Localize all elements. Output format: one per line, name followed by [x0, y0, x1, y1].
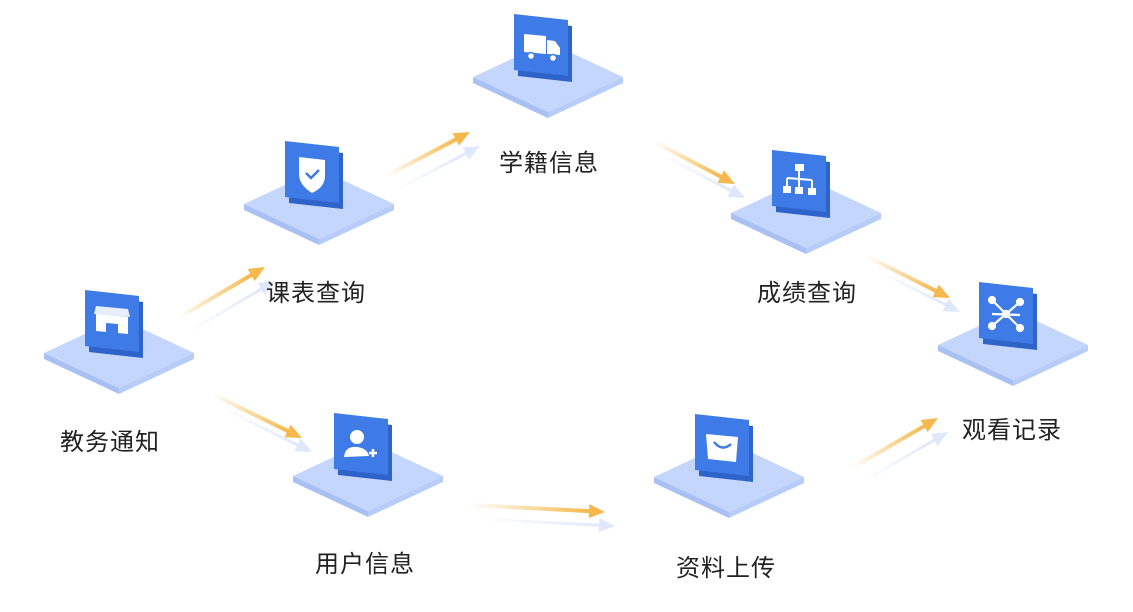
label-ziliao: 资料上传 — [676, 554, 776, 582]
shopping-bag-icon — [706, 434, 738, 462]
node-chengji[interactable] — [731, 130, 881, 260]
arrow-ziliao-guankan — [850, 418, 938, 470]
label-yonghu: 用户信息 — [315, 550, 415, 578]
network-icon — [987, 295, 1025, 333]
truck-icon — [524, 34, 560, 63]
org-chart-icon — [783, 164, 816, 195]
arrow-xueji-chengji — [652, 140, 735, 184]
label-xueji: 学籍信息 — [499, 149, 599, 177]
node-yonghu[interactable] — [293, 393, 443, 523]
user-add-icon — [344, 430, 377, 457]
arrow-yonghu-ziliao — [468, 503, 605, 519]
node-ziliao[interactable] — [654, 394, 804, 524]
storefront-icon — [94, 306, 130, 334]
arrow-shadow-jiaowu-kebiao — [186, 281, 275, 334]
shield-check-icon — [299, 157, 325, 193]
node-guankan[interactable] — [938, 262, 1088, 392]
label-jiaowu: 教务通知 — [60, 428, 160, 456]
arrow-shadow-jiaowu-yonghu — [220, 406, 312, 452]
arrow-chengji-guankan — [864, 254, 950, 298]
arrow-kebiao-xueji — [384, 132, 470, 178]
arrow-shadow-xueji-chengji — [662, 154, 745, 198]
node-kebiao[interactable] — [244, 121, 394, 251]
label-kebiao: 课表查询 — [266, 279, 366, 307]
node-xueji[interactable] — [473, 0, 623, 124]
node-jiaowu[interactable] — [44, 270, 194, 400]
arrow-jiaowu-yonghu — [210, 392, 302, 438]
label-chengji: 成绩查询 — [757, 279, 857, 307]
label-guankan: 观看记录 — [962, 416, 1062, 444]
arrow-shadow-ziliao-guankan — [860, 432, 948, 484]
arrow-jiaowu-kebiao — [176, 267, 265, 320]
arrow-shadow-yonghu-ziliao — [478, 517, 615, 533]
arrow-shadow-kebiao-xueji — [394, 146, 480, 192]
arrow-shadow-chengji-guankan — [874, 268, 960, 312]
